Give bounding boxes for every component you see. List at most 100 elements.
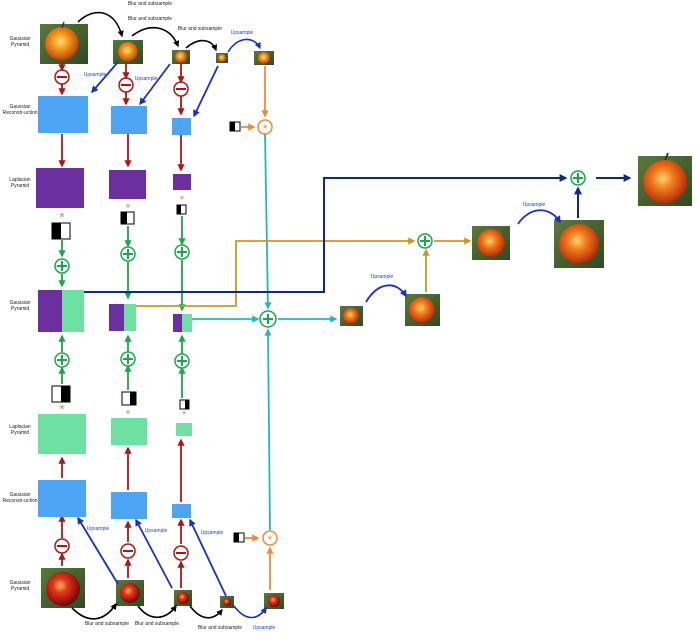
top-mask-multipliers: * * * xyxy=(51,194,187,240)
apple-image-blend-1 xyxy=(405,294,440,326)
apple-image-bot-3 xyxy=(220,596,234,608)
note-bot-upsample-2: Upsample xyxy=(87,526,110,532)
bottom-coarse-mask-branch: * xyxy=(233,530,278,590)
add-operator-icon xyxy=(120,351,136,367)
reconstruction-box-top-2 xyxy=(172,118,191,135)
apple-image-bot-upsampled xyxy=(264,593,284,609)
note-top-upsample-1: Upsample xyxy=(231,30,254,36)
row-label-mid-gaussian: Gaussian Pyramid xyxy=(9,300,31,312)
row-label-top-reconstruction: Gaussian Reconstr-uction xyxy=(2,104,38,116)
row-label-top-gaussian: Gaussian Pyramid xyxy=(9,36,31,48)
apple-image-top-1 xyxy=(113,40,143,64)
add-operator-icon xyxy=(259,310,277,328)
apple-image-top-3 xyxy=(216,53,228,63)
blend-reconstruction-images xyxy=(340,152,692,326)
apple-image-top-2 xyxy=(172,50,190,64)
bottom-mask-multipliers: * * * xyxy=(51,385,190,421)
add-operators xyxy=(54,244,190,369)
note-bot-upsample-1: Upsample xyxy=(253,625,276,631)
multiply-icon: * xyxy=(182,409,187,421)
multiply-operator-icon: * xyxy=(262,530,278,546)
multiply-icon: * xyxy=(126,407,131,421)
multiply-icon: * xyxy=(180,194,185,206)
subtract-operator-icon xyxy=(54,69,70,85)
top-upsample-arrows xyxy=(91,61,219,118)
bottom-subtract-operators xyxy=(54,538,189,561)
top-upsample-arrow-curve xyxy=(227,38,261,53)
note-bot-blur-2: Blur and subsample xyxy=(135,621,179,627)
right-upsample-arrows xyxy=(365,209,561,303)
subtract-operator-icon xyxy=(173,545,189,561)
add-operator-icon xyxy=(174,244,190,260)
mask-icon-bot-coarse xyxy=(233,532,245,543)
note-bot-blur-3: Blur and subsample xyxy=(198,625,242,631)
apple-image-bot-2 xyxy=(174,590,192,606)
add-operator-icon xyxy=(570,170,586,186)
bottom-reconstruction-boxes xyxy=(38,480,191,519)
note-top-upsample-2: Upsample xyxy=(84,72,107,78)
mask-icon-top-1 xyxy=(120,211,135,225)
subtract-operator-icon xyxy=(120,543,136,559)
add-operator-icon xyxy=(54,258,70,274)
mask-icon-bot-2 xyxy=(179,399,190,410)
svg-text:*: * xyxy=(263,123,268,135)
mask-icon-top-coarse xyxy=(229,121,241,132)
row-label-bot-gaussian: Gaussian Pyramid xyxy=(9,580,31,592)
apple-image-blend-0 xyxy=(340,306,363,326)
subtract-operator-icon xyxy=(118,77,134,93)
top-subtract-operators xyxy=(54,69,189,97)
note-right-upsample-1: Upsample xyxy=(371,274,394,280)
teal-arrows xyxy=(192,133,338,531)
add-operator-icon xyxy=(174,353,190,369)
apple-image-top-0 xyxy=(40,21,88,64)
note-top-blur-1: Blur and subsample xyxy=(128,1,172,7)
top-gaussian-images xyxy=(40,21,274,65)
mask-icon-bot-1 xyxy=(121,391,137,406)
top-red-arrows xyxy=(58,64,185,172)
blended-pyramid-boxes xyxy=(38,290,192,332)
reconstruction-box-top-0 xyxy=(38,96,88,133)
laplacian-box-top-1 xyxy=(109,170,146,199)
add-operator-icon xyxy=(417,233,433,249)
top-coarse-mask-branch: * xyxy=(229,66,273,135)
bottom-upsample-arrow-curve xyxy=(233,605,267,619)
laplacian-box-top-0 xyxy=(36,168,84,208)
bottom-laplacian-boxes xyxy=(38,414,192,454)
bottom-red-arrows xyxy=(58,438,185,588)
note-bot-upsample-3: Upsample xyxy=(145,528,168,534)
navy-path xyxy=(84,174,632,293)
multiply-icon: * xyxy=(126,201,131,215)
row-label-bot-laplacian: Laplacian Pyramid xyxy=(9,424,31,436)
bottom-gaussian-images xyxy=(41,568,284,609)
top-blur-subsample-arrows xyxy=(77,11,261,53)
note-top-blur-3: Blur and subsample xyxy=(178,26,222,32)
bottom-upsample-arrows xyxy=(77,516,227,597)
svg-text:*: * xyxy=(268,534,273,546)
apple-image-top-upsampled xyxy=(254,51,274,65)
mask-icon-top-2 xyxy=(176,204,187,215)
mask-icon-top-0 xyxy=(51,222,71,240)
subtract-operator-icon xyxy=(54,538,70,554)
multiply-operator-icon: * xyxy=(257,119,273,135)
note-top-upsample-3: Upsample xyxy=(135,76,158,82)
note-top-blur-2: Blur and subsample xyxy=(128,16,172,22)
reconstruction-box-top-1 xyxy=(111,106,147,134)
subtract-operator-icon xyxy=(173,81,189,97)
top-laplacian-boxes xyxy=(36,168,191,208)
row-label-top-laplacian: Laplacian Pyramid xyxy=(9,177,31,189)
apple-image-blend-3 xyxy=(554,220,604,268)
note-bot-upsample-4: Upsample xyxy=(201,530,224,536)
multiply-icon: * xyxy=(59,401,65,417)
apple-image-bot-0 xyxy=(41,568,85,608)
apple-image-bot-1 xyxy=(116,580,144,606)
add-operator-icon xyxy=(120,246,136,262)
mask-icon-bot-0 xyxy=(51,385,71,403)
multiply-icon: * xyxy=(59,209,65,225)
laplacian-box-top-2 xyxy=(173,174,191,190)
apple-image-blend-2 xyxy=(472,226,510,260)
add-operator-icon xyxy=(54,352,70,368)
top-reconstruction-boxes xyxy=(38,96,191,135)
row-label-bot-reconstruction: Gaussian Reconstr-uction xyxy=(2,492,38,504)
note-bot-blur-1: Blur and subsample xyxy=(85,621,129,627)
